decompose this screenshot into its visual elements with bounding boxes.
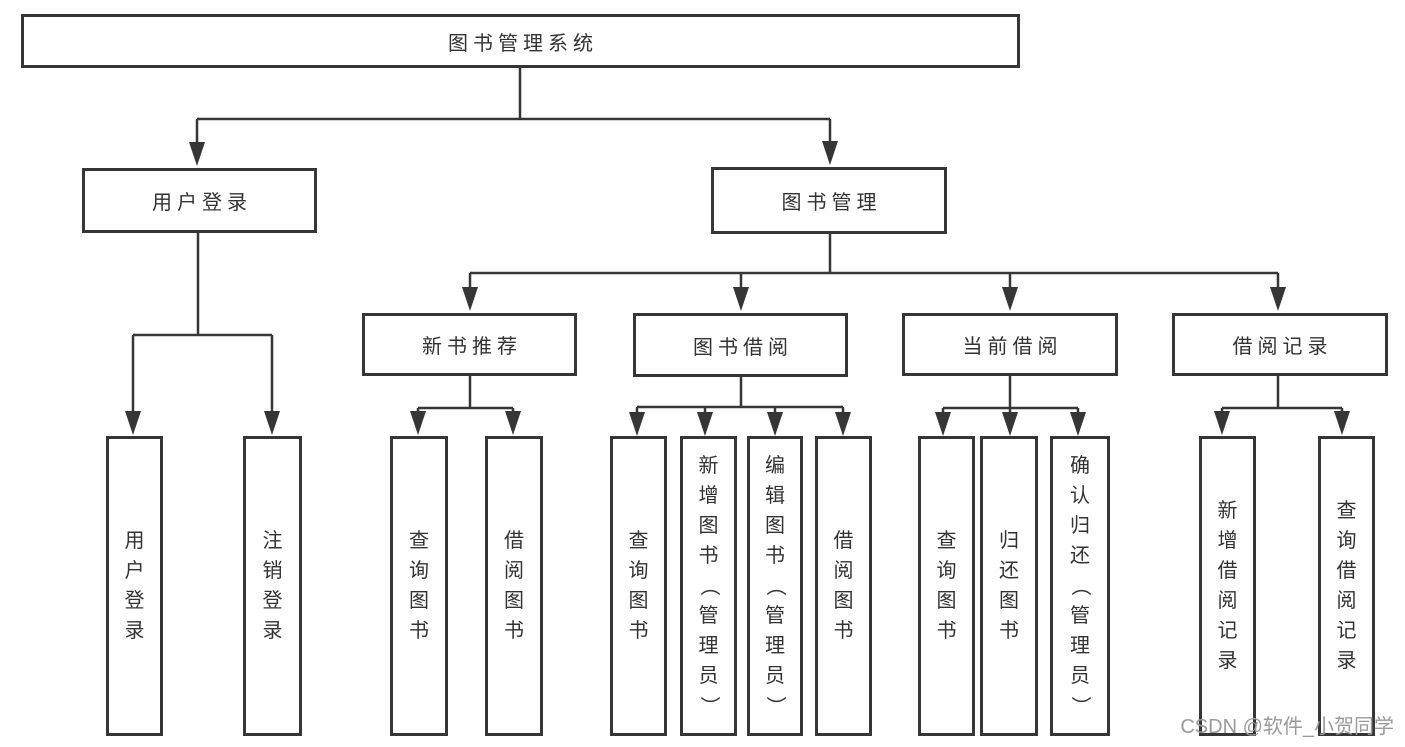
node-root: 图书管理系统 <box>21 14 1020 68</box>
edge-userlogin-to-leaves <box>131 233 274 415</box>
edge-bookborrow-to-leaves <box>635 377 845 415</box>
node-current-borrow-label: 当前借阅 <box>962 336 1063 358</box>
leaf-nb-borrow-book-label: 借阅图书 <box>504 530 524 642</box>
node-book-borrow: 图书借阅 <box>633 313 848 377</box>
arrowheads <box>125 141 1350 436</box>
node-borrow-record: 借阅记录 <box>1172 313 1388 376</box>
leaf-cb-confirm-return: 确认归还（管理员） <box>1050 436 1110 736</box>
csdn-watermark: CSDN @软件_小贺同学 <box>1180 716 1394 738</box>
leaf-bb-borrow-book-label: 借阅图书 <box>833 530 854 642</box>
leaf-user-login-label: 用户登录 <box>124 530 145 642</box>
leaf-user-login: 用户登录 <box>106 436 163 736</box>
leaf-bb-add-book-label: 新增图书（管理员） <box>697 455 720 716</box>
node-book-mgmt: 图书管理 <box>711 167 947 234</box>
node-current-borrow: 当前借阅 <box>902 313 1118 376</box>
leaf-bb-edit-book: 编辑图书（管理员） <box>747 436 803 736</box>
leaf-cb-return-book: 归还图书 <box>980 436 1038 736</box>
leaf-nb-query-book-label: 查询图书 <box>409 530 429 642</box>
edge-bookmgmt-to-level3 <box>468 234 1280 291</box>
leaf-cb-query-book-label: 查询图书 <box>936 530 957 642</box>
edge-newbook-to-leaves <box>416 376 515 415</box>
node-borrow-record-label: 借阅记录 <box>1232 336 1333 358</box>
leaf-logout: 注销登录 <box>243 436 302 736</box>
node-new-book-rec-label: 新书推荐 <box>422 336 522 358</box>
leaf-bb-borrow-book: 借阅图书 <box>815 436 872 736</box>
node-root-label: 图书管理系统 <box>448 32 598 55</box>
node-user-login: 用户登录 <box>82 168 317 233</box>
leaf-bb-query-book: 查询图书 <box>610 436 667 736</box>
node-book-mgmt-label: 图书管理 <box>781 192 882 214</box>
leaf-br-query-record: 查询借阅记录 <box>1318 436 1375 736</box>
leaf-logout-label: 注销登录 <box>262 530 283 642</box>
edge-root-to-level2 <box>195 68 832 146</box>
leaf-bb-query-book-label: 查询图书 <box>628 530 649 642</box>
leaf-bb-add-book: 新增图书（管理员） <box>680 436 737 736</box>
leaf-br-add-record-label: 新增借阅记录 <box>1217 500 1238 672</box>
leaf-bb-edit-book-label: 编辑图书（管理员） <box>764 455 786 716</box>
edge-borrowrecord-to-leaves <box>1220 376 1344 415</box>
node-new-book-rec: 新书推荐 <box>362 313 577 376</box>
leaf-cb-return-book-label: 归还图书 <box>999 530 1019 642</box>
leaf-cb-query-book: 查询图书 <box>918 436 975 736</box>
node-user-login-label: 用户登录 <box>152 192 252 214</box>
leaf-br-add-record: 新增借阅记录 <box>1199 436 1256 736</box>
leaf-br-query-record-label: 查询借阅记录 <box>1336 500 1357 672</box>
leaf-nb-borrow-book: 借阅图书 <box>485 436 543 736</box>
leaf-cb-confirm-return-label: 确认归还（管理员） <box>1069 455 1091 716</box>
node-book-borrow-label: 图书借阅 <box>693 336 793 359</box>
leaf-nb-query-book: 查询图书 <box>390 436 448 736</box>
edge-currentborrow-to-leaves <box>941 376 1080 415</box>
